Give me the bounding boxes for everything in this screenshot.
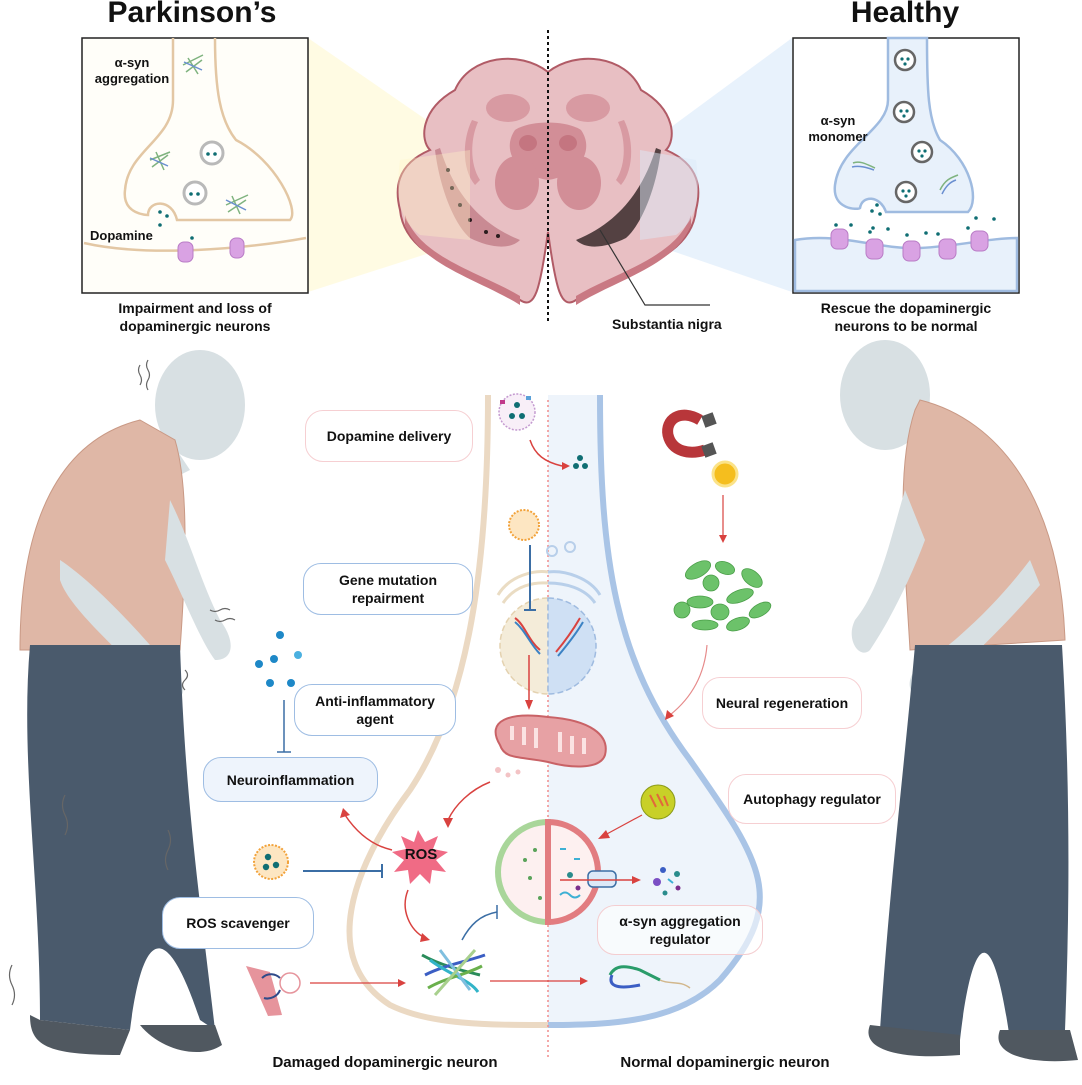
asyn-aggregation-label: α-syn aggregation bbox=[87, 55, 177, 87]
asyn-monomer-label: α-syn monomer bbox=[798, 113, 878, 145]
normal-neuron-label: Normal dopaminergic neuron bbox=[620, 1054, 830, 1071]
asyn-aggregate-icon bbox=[149, 54, 249, 215]
dopamine-receptor-icon bbox=[830, 228, 989, 262]
gene-mutation-repairment-pill: Gene mutation repairment bbox=[303, 563, 473, 615]
asyn-regulator-line2: regulator bbox=[649, 931, 711, 947]
stem-cells-icon bbox=[673, 560, 772, 632]
dopamine-receptor-icon bbox=[177, 237, 245, 263]
healthy-caption-line2: neurons to be normal bbox=[834, 318, 978, 334]
anti-inflammatory-line1: Anti-inflammatory bbox=[315, 693, 435, 709]
healthy-caption-line1: Rescue the dopaminergic bbox=[820, 300, 992, 316]
healthy-synapse bbox=[793, 36, 1019, 293]
asyn-aggregation-label-line2: aggregation bbox=[94, 71, 170, 86]
parkinson-synapse bbox=[83, 37, 307, 263]
healthy-heading: Healthy bbox=[850, 0, 960, 29]
asyn-monomer-label-line1: α-syn bbox=[820, 113, 856, 128]
asyn-fibril-aggregate-icon bbox=[421, 949, 486, 996]
ros-label: ROS bbox=[404, 846, 438, 863]
dopamine-delivery-pill: Dopamine delivery bbox=[305, 410, 473, 462]
parkinson-caption-line1: Impairment and loss of bbox=[118, 300, 272, 316]
ros-scavenger-pill: ROS scavenger bbox=[162, 897, 314, 949]
degraded-fragments-icon bbox=[653, 867, 681, 896]
dopamine-label: Dopamine bbox=[90, 228, 153, 243]
muscle-tissue-icon bbox=[246, 966, 301, 1016]
asyn-aggregation-label-line1: α-syn bbox=[114, 55, 150, 70]
mitochondrion-icon bbox=[494, 714, 607, 778]
ros-scavenger-nanoparticle-icon bbox=[253, 844, 289, 880]
neuroinflammation-pill: Neuroinflammation bbox=[203, 757, 378, 802]
parkinson-caption: Impairment and loss of dopaminergic neur… bbox=[82, 299, 308, 335]
parkinsons-heading: Parkinson’s bbox=[107, 0, 277, 29]
magnet-icon bbox=[662, 409, 717, 458]
parkinson-caption-line2: dopaminergic neurons bbox=[119, 318, 271, 334]
substantia-nigra-leader bbox=[599, 229, 710, 306]
gene-mutation-line1: Gene mutation bbox=[338, 572, 437, 588]
asyn-regulator-line1: α-syn aggregation bbox=[619, 913, 741, 929]
parkinson-patient-figure bbox=[8, 350, 245, 1055]
dopamine-carrier-icon bbox=[498, 393, 588, 470]
asyn-monomer-icon bbox=[851, 161, 959, 195]
asyn-aggregation-regulator-pill: α-syn aggregation regulator bbox=[597, 905, 763, 955]
asyn-monomer-strand-icon bbox=[608, 965, 691, 989]
damaged-neuron-body bbox=[346, 394, 549, 1028]
nucleus-icon bbox=[496, 541, 602, 695]
autophagy-regulator-particle-icon bbox=[640, 784, 676, 820]
anti-inflammatory-line2: agent bbox=[356, 711, 394, 727]
healthy-caption: Rescue the dopaminergic neurons to be no… bbox=[793, 299, 1019, 335]
healthy-patient-figure bbox=[840, 340, 1078, 1062]
neural-regeneration-pill: Neural regeneration bbox=[702, 677, 862, 729]
magnetic-nanoparticle-icon bbox=[711, 460, 739, 488]
normal-neuron-body bbox=[548, 395, 760, 1025]
substantia-nigra-label: Substantia nigra bbox=[612, 316, 722, 332]
anti-inflammatory-particles-icon bbox=[255, 631, 302, 687]
autophagy-regulator-pill: Autophagy regulator bbox=[728, 774, 896, 824]
asyn-monomer-label-line2: monomer bbox=[808, 129, 868, 144]
gene-vector-nanoparticle-icon bbox=[508, 509, 540, 611]
gene-mutation-line2: repairment bbox=[351, 590, 425, 606]
damaged-neuron-label: Damaged dopaminergic neuron bbox=[272, 1054, 498, 1071]
ros-icon bbox=[392, 830, 448, 884]
anti-inflammatory-agent-pill: Anti-inflammatory agent bbox=[294, 684, 456, 736]
midbrain-section bbox=[396, 30, 710, 322]
lysosome-icon bbox=[495, 818, 617, 926]
